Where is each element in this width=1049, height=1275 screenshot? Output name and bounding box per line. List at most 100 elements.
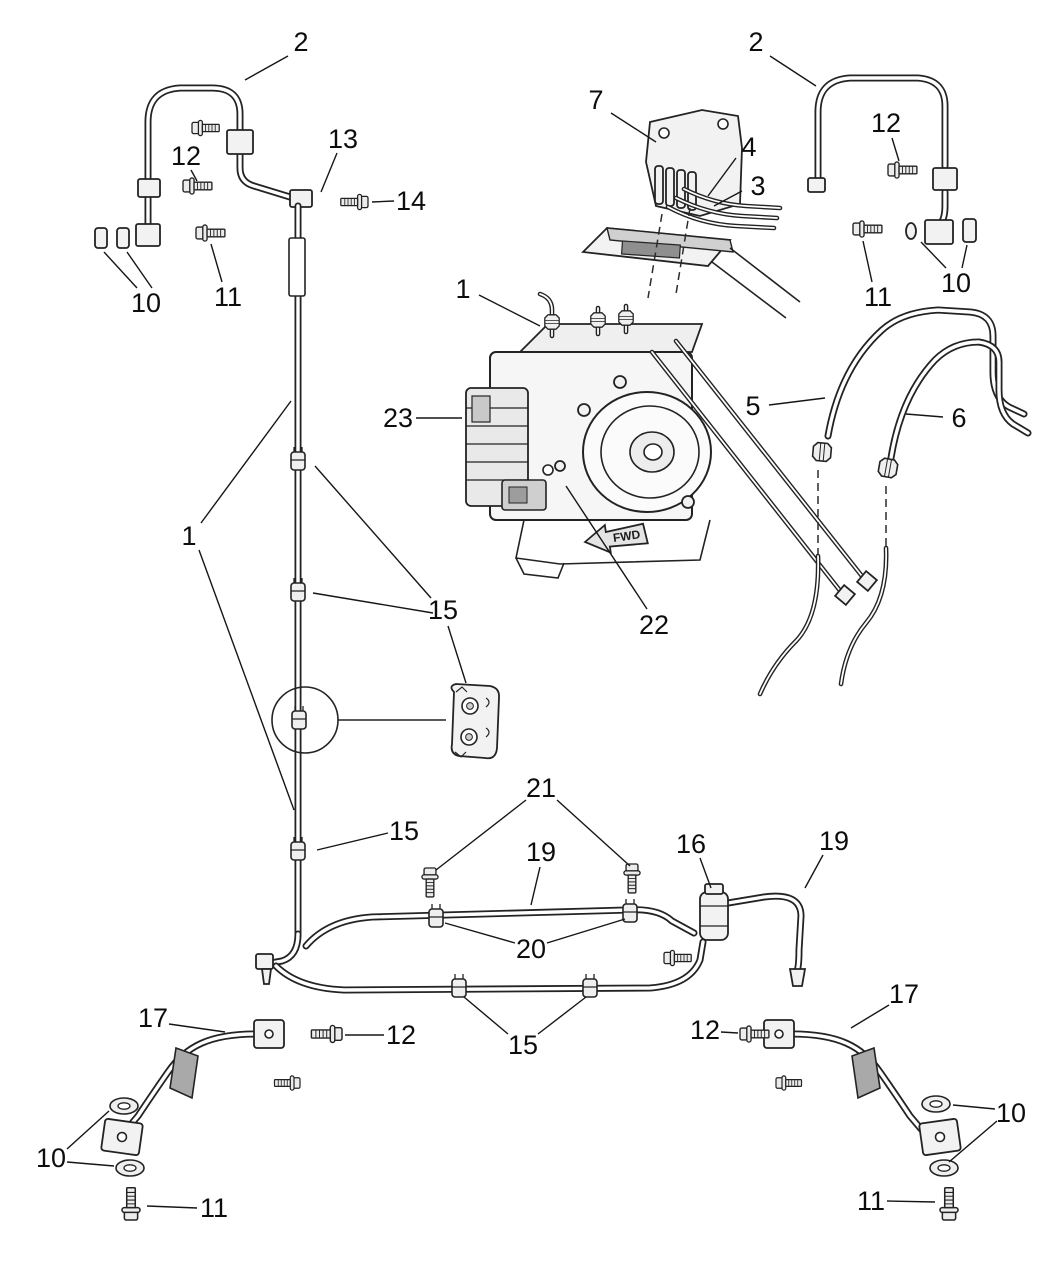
callout-19: 19 (526, 837, 556, 867)
tube-nut (618, 310, 634, 326)
leader-line-15 (447, 625, 467, 684)
leader-line-12 (720, 1031, 739, 1034)
leader-line-3 (713, 190, 743, 207)
leader-line-1 (198, 549, 295, 811)
callout-17: 17 (138, 1003, 168, 1033)
leader-line-2 (244, 55, 289, 81)
leader-line-19 (530, 866, 541, 906)
leader-line-19 (804, 854, 824, 889)
callout-12: 12 (690, 1015, 720, 1045)
bolt-14-icon (340, 193, 369, 211)
leader-line-10 (948, 1120, 998, 1163)
leader-line-20 (444, 922, 516, 944)
clip-20-icon (428, 903, 444, 928)
washer-10-icon (921, 1095, 951, 1113)
callout-23: 23 (383, 403, 413, 433)
callout-6: 6 (951, 403, 966, 433)
abs-module: FWD (465, 109, 801, 579)
leader-line-11 (146, 1205, 198, 1209)
tube-end-fitting (807, 177, 826, 193)
clip-20-icon (622, 898, 638, 923)
bolt-11-icon (195, 224, 226, 242)
leader-line-14 (371, 200, 395, 203)
bolt-icon (191, 119, 220, 137)
rear-left-hose-assembly (100, 1019, 343, 1221)
callout-12: 12 (871, 108, 901, 138)
callout-10: 10 (941, 268, 971, 298)
hose-end (260, 968, 273, 985)
leader-line-1 (200, 400, 292, 524)
callout-13: 13 (328, 124, 358, 154)
tube-nut (876, 456, 900, 480)
washer-10-icon (115, 1159, 145, 1177)
washer-10-icon (929, 1159, 959, 1177)
leader-line-17 (168, 1023, 226, 1033)
leader-line-13 (320, 152, 338, 193)
callout-19: 19 (819, 826, 849, 856)
hose-bracket (169, 1046, 199, 1100)
leader-line-10 (920, 241, 947, 269)
rear-right-hose-assembly (739, 1019, 962, 1221)
callout-16: 16 (676, 829, 706, 859)
leader-line-15 (312, 592, 434, 614)
callout-14: 14 (396, 186, 426, 216)
tube-nut (811, 441, 833, 463)
tube-end-fitting (135, 223, 161, 247)
bolt-11-icon (121, 1186, 141, 1221)
leader-line-15 (316, 832, 389, 851)
leader-line-12 (190, 169, 198, 182)
hose-end (788, 968, 807, 987)
leader-line-10 (126, 251, 153, 289)
leader-line-15 (537, 996, 587, 1035)
fwd-label: FWD (612, 527, 641, 545)
leader-line-4 (707, 157, 737, 197)
leader-line-17 (850, 1004, 890, 1029)
callout-10: 10 (131, 288, 161, 318)
block-fitting (924, 219, 954, 245)
leader-line-11 (862, 240, 873, 283)
main-brake-line (255, 206, 446, 985)
line-end-fitting (255, 953, 274, 970)
callout-17: 17 (889, 979, 919, 1009)
bolt-21-icon (421, 867, 439, 898)
callout-11: 11 (214, 282, 242, 312)
bolt-11-icon (939, 1186, 959, 1221)
leader-line-20 (546, 918, 626, 944)
tube-clamp (137, 178, 161, 198)
leader-line-6 (905, 413, 944, 418)
front-left-tube-assembly (94, 88, 369, 249)
hose-bracket (851, 1046, 881, 1100)
bolt-12-icon (310, 1024, 343, 1044)
leader-line-5 (768, 397, 826, 406)
bolt-11-icon (852, 220, 883, 238)
callout-15: 15 (428, 595, 458, 625)
fwd-arrow: FWD (583, 522, 649, 554)
leader-line-12 (891, 137, 900, 162)
clip-detail (450, 683, 500, 760)
callout-21: 21 (526, 773, 556, 803)
leader-line-11 (210, 243, 223, 283)
callout-5: 5 (745, 391, 760, 421)
callout-3: 3 (750, 171, 765, 201)
leader-line-16 (699, 857, 712, 889)
bolt-icon (663, 949, 692, 967)
leader-line-10 (952, 1104, 996, 1110)
bolt-icon (273, 1075, 301, 1091)
mid-chassis-tubes (276, 863, 807, 998)
tube-sleeve (288, 237, 306, 297)
tube-fitting (855, 569, 879, 593)
callout-7: 7 (588, 85, 603, 115)
washer-10-icon (109, 1097, 139, 1115)
leader-line-21 (556, 799, 631, 867)
leader-line-2 (769, 55, 817, 87)
leader-line-22 (565, 485, 648, 610)
grommet (116, 227, 130, 249)
callout-11: 11 (200, 1193, 228, 1223)
callout-15: 15 (389, 816, 419, 846)
leader-line-10 (961, 244, 968, 269)
leader-line-11 (886, 1200, 936, 1203)
callout-1: 1 (455, 274, 470, 304)
washer (905, 222, 917, 240)
callout-2: 2 (293, 27, 308, 57)
